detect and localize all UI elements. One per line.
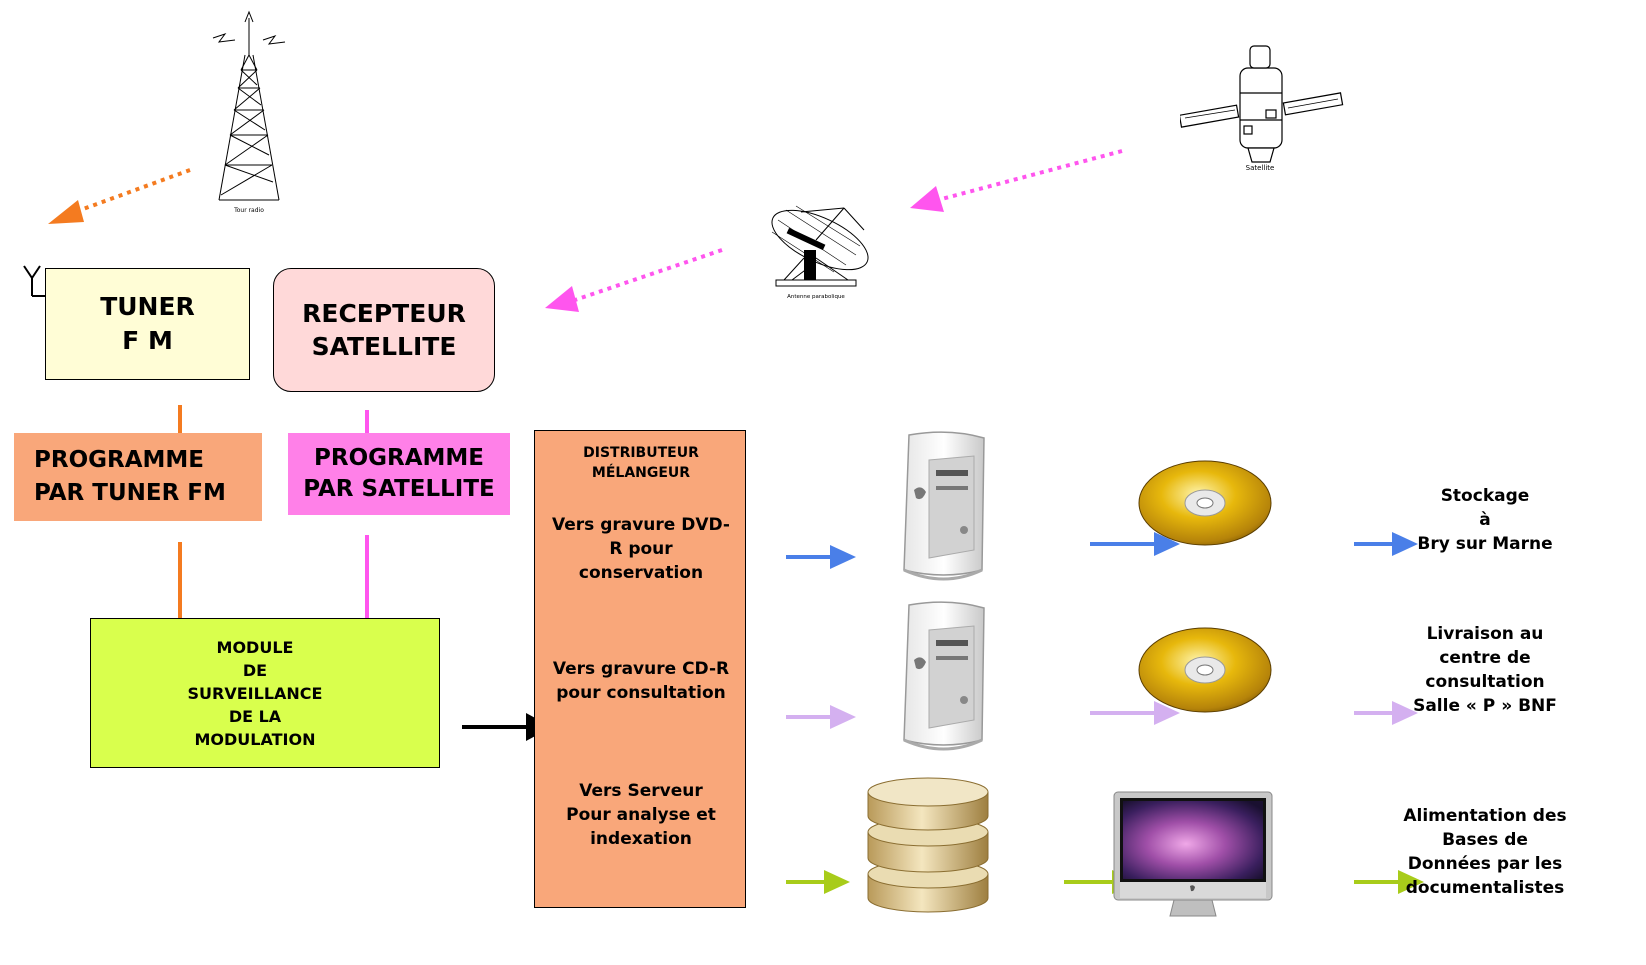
program-sat-line-2: PAR SATELLITE bbox=[303, 476, 495, 502]
satellite-caption: Satellite bbox=[1246, 164, 1275, 172]
output-cd-label: Vers gravure CD-R pour consultation bbox=[535, 657, 747, 705]
satellite-dish-icon: Antenne parabolique bbox=[756, 200, 891, 305]
tower-signal-arrow bbox=[48, 168, 191, 224]
radio-tower-icon: Tour radio bbox=[205, 10, 295, 215]
delivery-destination: Livraison au centre de consultation Sall… bbox=[1390, 622, 1580, 718]
output-server-line-3: indexation bbox=[590, 829, 692, 849]
delivery-line-1: Livraison au bbox=[1426, 624, 1544, 644]
satellite-receiver-box: RECEPTEUR SATELLITE bbox=[273, 268, 495, 392]
dvd-computer-icon bbox=[874, 430, 1024, 590]
radio-tower-caption: Tour radio bbox=[233, 207, 264, 214]
feed-line-4: documentalistes bbox=[1405, 878, 1565, 898]
distributor-mixer-box: DISTRIBUTEUR MÉLANGEUR Vers gravure DVD-… bbox=[534, 430, 746, 908]
output-cd-line-1: Vers gravure CD-R bbox=[552, 659, 730, 679]
storage-line-1: Stockage bbox=[1440, 486, 1530, 506]
modulation-monitoring-module: MODULE DE SURVEILLANCE DE LA MODULATION bbox=[90, 618, 440, 768]
delivery-line-4: Salle « P » BNF bbox=[1413, 696, 1557, 716]
satellite-icon: Satellite bbox=[1178, 38, 1350, 173]
cd-disc-icon bbox=[1135, 625, 1275, 715]
tuner-line-2: F M bbox=[122, 326, 173, 355]
output-dvd-line-3: conservation bbox=[578, 563, 704, 583]
output-server-line-1: Vers Serveur bbox=[579, 781, 703, 801]
module-line-2: DE bbox=[242, 660, 268, 680]
program-fm-box: PROGRAMME PAR TUNER FM bbox=[14, 433, 262, 521]
output-cd-line-2: pour consultation bbox=[556, 683, 726, 703]
cd-computer-icon bbox=[874, 600, 1024, 760]
distributor-title: DISTRIBUTEUR MÉLANGEUR bbox=[535, 443, 747, 483]
module-line-3: SURVEILLANCE bbox=[187, 683, 323, 703]
program-satellite-box: PROGRAMME PAR SATELLITE bbox=[288, 433, 510, 515]
receiver-line-1: RECEPTEUR bbox=[302, 299, 466, 328]
delivery-line-2: centre de bbox=[1439, 648, 1531, 668]
program-sat-line-1: PROGRAMME bbox=[314, 445, 484, 471]
output-server-line-2: Pour analyse et bbox=[566, 805, 716, 825]
storage-destination: Stockage à Bry sur Marne bbox=[1390, 484, 1580, 556]
output-dvd-line-2: R pour bbox=[609, 539, 673, 559]
program-fm-line-1: PROGRAMME bbox=[34, 447, 204, 473]
receiver-line-2: SATELLITE bbox=[311, 332, 457, 361]
dish-signal-arrow bbox=[545, 248, 723, 312]
storage-line-2: à bbox=[1479, 510, 1491, 530]
module-line-5: MODULATION bbox=[194, 729, 316, 749]
database-icon bbox=[860, 770, 995, 920]
module-line-4: DE LA bbox=[228, 706, 282, 726]
distributor-title-line-1: DISTRIBUTEUR bbox=[583, 445, 699, 461]
lavender-row-arrows bbox=[786, 701, 1418, 729]
dish-caption: Antenne parabolique bbox=[787, 294, 845, 300]
blue-row-arrows bbox=[786, 532, 1418, 569]
tuner-line-1: TUNER bbox=[100, 292, 195, 321]
satellite-signal-arrow bbox=[910, 149, 1123, 212]
feed-line-1: Alimentation des bbox=[1403, 806, 1567, 826]
dvd-disc-icon bbox=[1135, 458, 1275, 548]
delivery-line-3: consultation bbox=[1425, 672, 1545, 692]
output-server-label: Vers Serveur Pour analyse et indexation bbox=[535, 779, 747, 851]
distributor-title-line-2: MÉLANGEUR bbox=[591, 465, 691, 481]
antenna-icon bbox=[23, 265, 45, 297]
feed-line-2: Bases de bbox=[1442, 830, 1528, 850]
imac-monitor-icon bbox=[1112, 790, 1274, 920]
feed-line-3: Données par les bbox=[1407, 854, 1563, 874]
module-line-1: MODULE bbox=[216, 637, 294, 657]
storage-line-3: Bry sur Marne bbox=[1417, 534, 1553, 554]
output-dvd-line-1: Vers gravure DVD- bbox=[552, 515, 730, 535]
database-feed-destination: Alimentation des Bases de Données par le… bbox=[1390, 804, 1580, 900]
tuner-fm-box: TUNER F M bbox=[45, 268, 250, 380]
program-fm-line-2: PAR TUNER FM bbox=[34, 480, 226, 506]
output-dvd-label: Vers gravure DVD- R pour conservation bbox=[535, 513, 747, 585]
